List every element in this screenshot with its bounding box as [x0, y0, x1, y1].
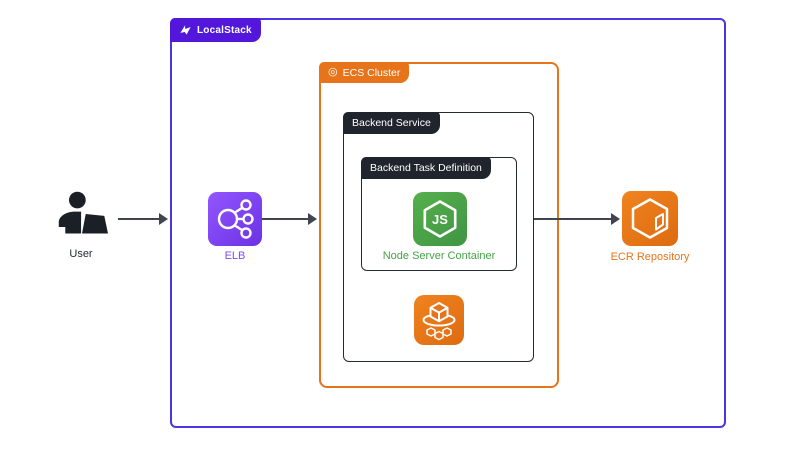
- arrow-head-icon: [159, 213, 168, 225]
- ecs-cluster-group-box: [319, 62, 559, 388]
- user-label: User: [69, 248, 93, 260]
- backend-task-definition-label: Backend Task Definition: [370, 162, 482, 174]
- arrow-backend-to-ecr: [534, 213, 620, 225]
- ecs-service-icon: [414, 295, 464, 345]
- ecr-repository-label: ECR Repository: [610, 251, 690, 263]
- localstack-label: LocalStack: [197, 24, 252, 36]
- nodejs-icon: JS: [413, 192, 467, 246]
- arrow-elb-to-ecs-cluster: [262, 213, 317, 225]
- arrow-head-icon: [308, 213, 317, 225]
- arrow-shaft: [262, 218, 310, 220]
- user-icon: [56, 189, 108, 239]
- ecr-repository-icon: [622, 191, 678, 246]
- arrow-shaft: [534, 218, 613, 220]
- arrow-user-to-localstack: [118, 213, 168, 225]
- nodejs-js-text: JS: [432, 212, 448, 227]
- arrow-head-icon: [611, 213, 620, 225]
- backend-task-definition-badge: Backend Task Definition: [361, 157, 491, 179]
- backend-service-label: Backend Service: [352, 117, 431, 129]
- node-server-container-label: Node Server Container: [382, 250, 496, 262]
- ecs-cluster-badge: ◎ ECS Cluster: [319, 62, 410, 83]
- localstack-group-box: [170, 18, 726, 428]
- backend-service-badge: Backend Service: [343, 112, 440, 134]
- arrow-shaft: [118, 218, 161, 220]
- elb-icon: [208, 192, 262, 246]
- ecs-cluster-icon: ◎: [328, 66, 338, 78]
- elb-label: ELB: [224, 250, 246, 262]
- localstack-logo-icon: [179, 24, 192, 37]
- ecs-cluster-label: ECS Cluster: [342, 66, 401, 79]
- localstack-badge: LocalStack: [170, 18, 261, 42]
